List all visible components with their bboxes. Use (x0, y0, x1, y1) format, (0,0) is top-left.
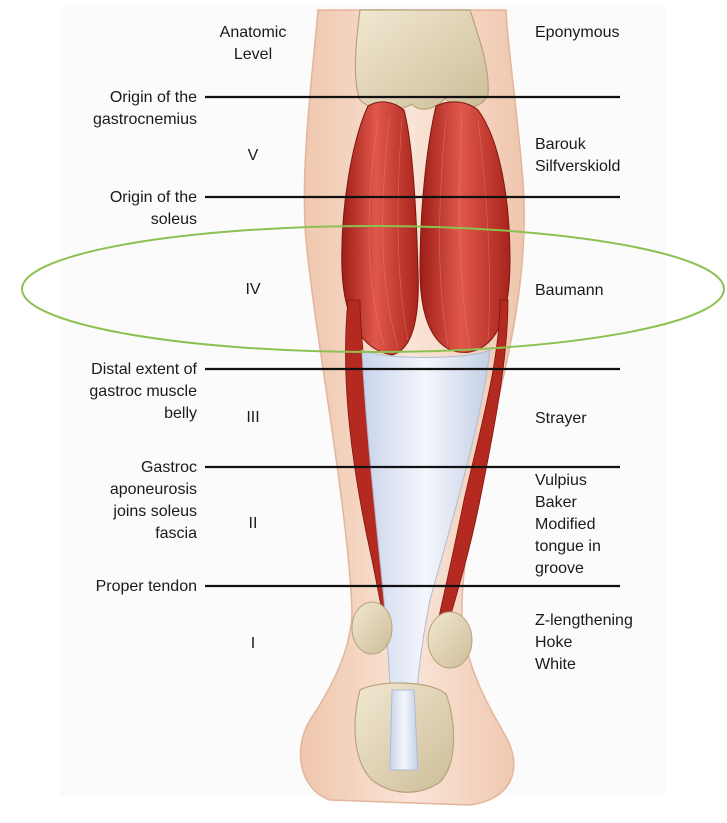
eponym-level-iv: Baumann (535, 280, 604, 302)
landmark-proper-tendon: Proper tendon (96, 576, 197, 598)
landmark-origin-gastrocnemius: Origin of the gastrocnemius (93, 87, 197, 131)
landmark-origin-soleus: Origin of the soleus (110, 187, 197, 231)
eponym-level-iii: Strayer (535, 408, 587, 430)
eponym-level-v: Barouk Silfverskiold (535, 134, 620, 178)
header-anatomic-level: Anatomic Level (205, 22, 301, 66)
landmark-aponeurosis-join: Gastroc aponeurosis joins soleus fascia (110, 457, 197, 545)
eponym-level-ii: Vulpius Baker Modified tongue in groove (535, 470, 601, 580)
landmark-distal-muscle-belly: Distal extent of gastroc muscle belly (89, 359, 197, 425)
level-iv: IV (233, 280, 273, 300)
header-eponymous: Eponymous (535, 22, 620, 44)
medial-malleolus (352, 602, 392, 654)
tendon-insertion (390, 690, 418, 770)
level-ii: II (233, 514, 273, 534)
femur-condyles (355, 10, 488, 110)
level-i: I (233, 634, 273, 654)
level-v: V (233, 146, 273, 166)
lateral-malleolus (428, 612, 472, 668)
level-iii: III (233, 408, 273, 428)
eponym-level-i: Z-lengthening Hoke White (535, 610, 633, 676)
